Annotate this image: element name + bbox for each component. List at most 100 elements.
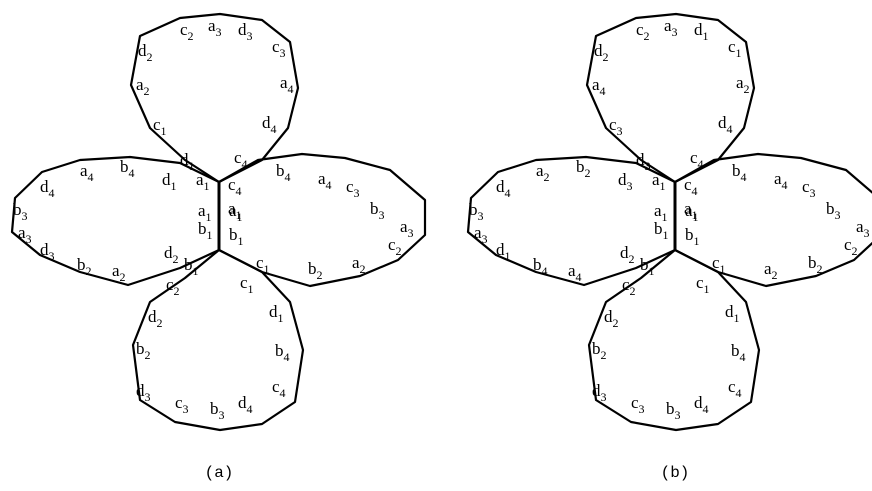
label-bottom-9-a: d1 <box>269 302 284 325</box>
petal-right-a <box>217 152 427 288</box>
label-right-1-b: b4 <box>732 161 747 184</box>
label-left-10-b: d2 <box>620 243 635 266</box>
label-right-2-a: a4 <box>318 169 332 192</box>
label-left-1-a: a4 <box>80 161 94 184</box>
label-left-3-a: d1 <box>162 170 177 193</box>
label-top-4-a: c3 <box>272 37 286 60</box>
label-left-1-b: a2 <box>536 161 550 184</box>
label-bottom-4-a: c3 <box>175 393 189 416</box>
label-bottom-8-a: b4 <box>275 341 290 364</box>
label-top-4-b: c1 <box>728 37 742 60</box>
label-left-0-a: d4 <box>40 177 55 200</box>
label-right-7-b: b2 <box>808 253 823 276</box>
label-center-1-b: a1 <box>685 201 699 224</box>
label-right-8-b: a2 <box>764 259 778 282</box>
petal-left-b <box>466 155 677 287</box>
label-bottom-4-b: c3 <box>631 393 645 416</box>
label-left-6-a: a3 <box>18 223 32 246</box>
label-right-9-a: c1 <box>256 253 270 276</box>
petal-top-b <box>585 12 756 184</box>
label-left-7-b: d1 <box>496 240 511 263</box>
label-right-0-a: c4 <box>228 175 242 198</box>
label-right-9-b: c1 <box>712 253 726 276</box>
label-right-8-a: b2 <box>308 259 323 282</box>
label-center-0-a: a1 <box>198 201 212 224</box>
label-left-6-b: a3 <box>474 223 488 246</box>
label-top-0-b: d2 <box>594 41 609 64</box>
label-top-9-a: c1 <box>153 115 167 138</box>
label-left-2-a: b4 <box>120 157 135 180</box>
label-right-10-b: a1 <box>684 199 698 222</box>
label-bottom-6-a: d4 <box>238 393 253 416</box>
label-top-7-b: c4 <box>690 148 704 171</box>
petal-right-b <box>673 152 872 288</box>
label-top-7-a: c4 <box>234 148 248 171</box>
label-top-8-a: d1 <box>180 150 195 173</box>
label-left-8-a: b2 <box>77 255 92 278</box>
label-bottom-7-b: c4 <box>728 377 742 400</box>
label-right-6-a: c2 <box>388 235 402 258</box>
label-top-6-b: d4 <box>718 113 733 136</box>
label-left-3-b: d3 <box>618 170 633 193</box>
label-bottom-3-b: d3 <box>592 381 607 404</box>
label-bottom-8-b: b4 <box>731 341 746 364</box>
label-left-4-b: a1 <box>652 170 666 193</box>
label-center-4-a: b1 <box>184 255 199 278</box>
label-bottom-9-b: d1 <box>725 302 740 325</box>
label-right-7-a: a2 <box>352 253 366 276</box>
label-center-4-b: b1 <box>640 255 655 278</box>
label-top-1-b: c2 <box>636 20 650 43</box>
label-center-2-a: b1 <box>198 219 213 242</box>
petal-left-a <box>10 155 221 287</box>
petal-bottom-b <box>587 248 761 432</box>
label-right-3-a: c3 <box>346 177 360 200</box>
label-left-2-b: b2 <box>576 157 591 180</box>
label-top-10-a: a2 <box>136 75 150 98</box>
caption-b: (b) <box>661 464 690 482</box>
label-left-8-b: b4 <box>533 255 548 278</box>
label-bottom-3-a: d3 <box>136 381 151 404</box>
petal-top-a <box>129 12 300 184</box>
label-bottom-2-a: b2 <box>136 339 151 362</box>
label-left-10-a: d2 <box>164 243 179 266</box>
label-right-3-b: c3 <box>802 177 816 200</box>
label-right-2-b: a4 <box>774 169 788 192</box>
label-bottom-10-a: c1 <box>240 273 254 296</box>
label-right-4-a: b3 <box>370 199 385 222</box>
label-right-5-b: a3 <box>856 217 870 240</box>
label-bottom-10-b: c1 <box>696 273 710 296</box>
caption-a: (a) <box>205 464 234 482</box>
label-center-1-a: a1 <box>229 201 243 224</box>
label-left-9-a: a2 <box>112 261 126 284</box>
label-bottom-0-b: d2 <box>604 307 619 330</box>
label-bottom-2-b: b2 <box>592 339 607 362</box>
label-top-2-b: a3 <box>664 16 678 39</box>
label-left-4-a: a1 <box>196 170 210 193</box>
label-left-7-a: d3 <box>40 240 55 263</box>
label-top-5-b: a2 <box>736 73 750 96</box>
label-top-2-a: a3 <box>208 16 222 39</box>
label-center-3-a: b1 <box>229 225 244 248</box>
label-center-0-b: a1 <box>654 201 668 224</box>
label-bottom-7-a: c4 <box>272 377 286 400</box>
label-center-3-b: b1 <box>685 225 700 248</box>
label-bottom-1-a: c2 <box>166 275 180 298</box>
petal-bottom-a <box>131 248 305 432</box>
label-top-3-b: d1 <box>694 20 709 43</box>
label-center-2-b: b1 <box>654 219 669 242</box>
label-right-6-b: c2 <box>844 235 858 258</box>
label-right-4-b: b3 <box>826 199 841 222</box>
label-top-10-b: a4 <box>592 75 606 98</box>
label-right-0-b: c4 <box>684 175 698 198</box>
label-top-6-a: d4 <box>262 113 277 136</box>
label-bottom-5-a: b3 <box>210 399 225 422</box>
label-bottom-1-b: c2 <box>622 275 636 298</box>
label-left-0-b: d4 <box>496 177 511 200</box>
label-top-8-b: d3 <box>636 150 651 173</box>
label-bottom-5-b: b3 <box>666 399 681 422</box>
label-left-9-b: a4 <box>568 261 582 284</box>
label-top-5-a: a4 <box>280 73 294 96</box>
label-top-0-a: d2 <box>138 41 153 64</box>
